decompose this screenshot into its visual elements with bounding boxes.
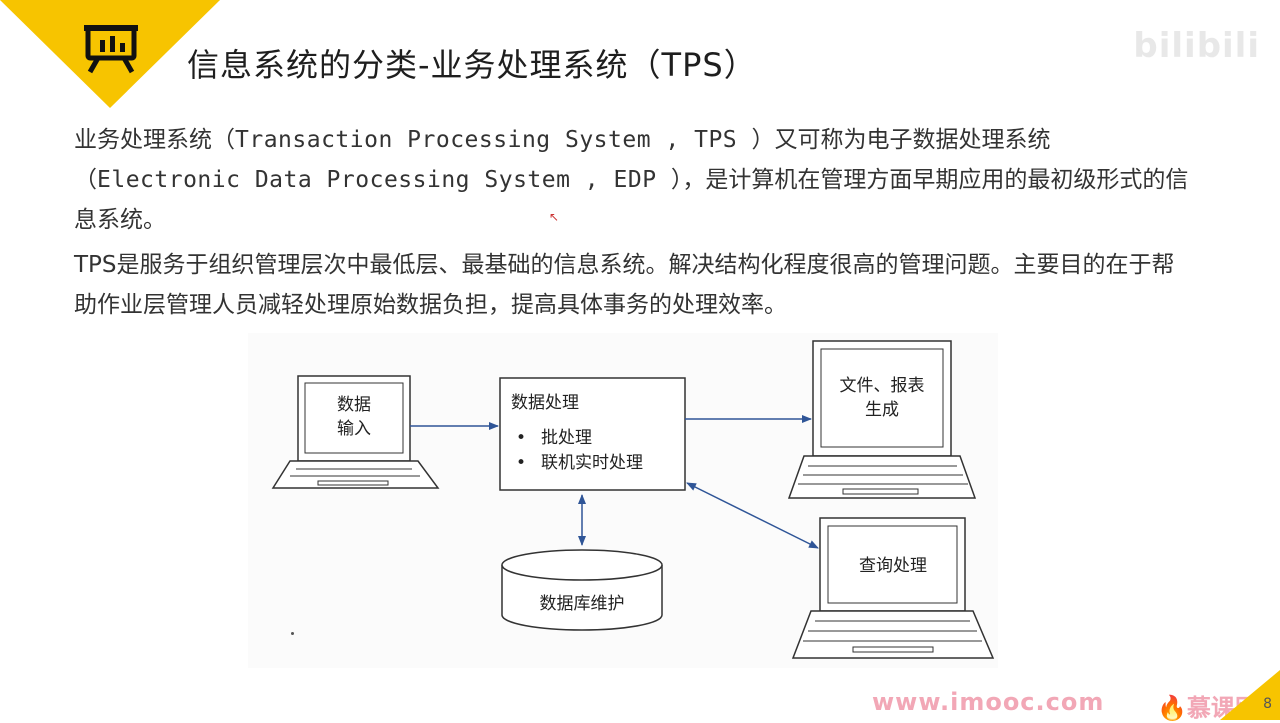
laptop-query-processing: 查询处理 <box>791 517 995 659</box>
query-label: 查询处理 <box>859 556 927 576</box>
db-label: 数据库维护 <box>540 594 625 614</box>
presentation-board-icon <box>84 25 138 74</box>
paragraph-definition: 业务处理系统（Transaction Processing System , T… <box>74 120 1194 240</box>
imooc-flame-icon: 🔥 <box>1157 694 1187 722</box>
p1-text-c: （ <box>74 167 97 193</box>
header-accent-corner <box>0 0 220 108</box>
bullet-2: • <box>516 453 526 473</box>
report-label-line2: 生成 <box>865 400 899 420</box>
p1-text-a: 业务处理系统（ <box>74 127 235 153</box>
p1-english-edp: Electronic Data Processing System , EDP <box>97 167 671 193</box>
laptop-data-input: 数据 输入 <box>271 375 440 489</box>
data-processing-box: 数据处理 • 批处理 • 联机实时处理 <box>499 377 686 491</box>
page-title: 信息系统的分类-业务处理系统（TPS） <box>187 46 757 84</box>
stray-dot <box>291 632 294 635</box>
process-item-online: 联机实时处理 <box>541 453 643 473</box>
p1-text-d: ），是计算机在管理方面早期应用的最初级形式的信息系统。 <box>74 167 1189 233</box>
page-number: 8 <box>1263 696 1272 712</box>
p1-text-b: ）又可称为电子数据处理系统 <box>751 127 1051 153</box>
tps-diagram: 数据 输入 数据处理 • 批处理 • 联机实时处理 文件、报表 生成 查询处理 <box>248 333 998 668</box>
database-cylinder: 数据库维护 <box>501 549 663 631</box>
report-label-line1: 文件、报表 <box>840 376 925 396</box>
bullet-1: • <box>516 428 526 448</box>
process-title: 数据处理 <box>511 393 579 413</box>
input-label-line1: 数据 <box>337 395 371 415</box>
arrow-process-query <box>686 482 819 549</box>
bilibili-watermark: bilibili <box>1133 26 1260 66</box>
input-label-line2: 输入 <box>337 419 371 439</box>
paragraph-purpose: TPS是服务于组织管理层次中最低层、最基础的信息系统。解决结构化程度很高的管理问… <box>74 252 1175 318</box>
mouse-cursor: ↖ <box>549 210 560 224</box>
p1-english-tps: Transaction Processing System , TPS <box>235 127 752 153</box>
process-item-batch: 批处理 <box>541 428 592 448</box>
laptop-report-generation: 文件、报表 生成 <box>787 340 977 499</box>
corner-accent-bottom-right <box>1220 670 1280 720</box>
footer-url: www.imooc.com <box>872 688 1105 716</box>
